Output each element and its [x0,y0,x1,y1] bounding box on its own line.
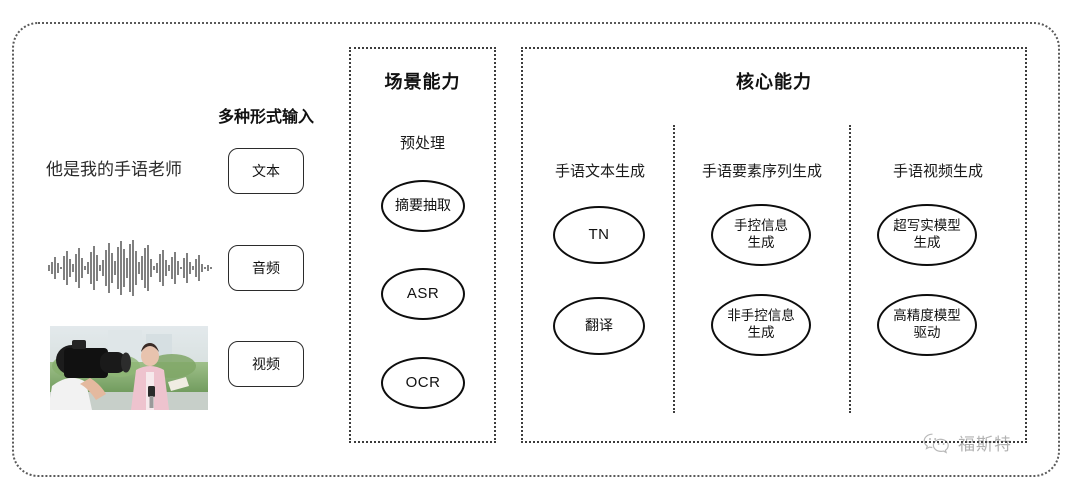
core-column-heading-text-generation: 手语文本生成 [554,163,645,180]
core-column-divider-1 [673,125,675,413]
node-tn[interactable]: TN [553,206,645,264]
node-translation[interactable]: 翻译 [553,297,645,355]
node-asr[interactable]: ASR [381,268,465,320]
scene-capability-title: 场景能力 [384,72,461,92]
core-column-divider-2 [849,125,851,413]
input-modality-text[interactable]: 文本 [228,148,304,194]
sample-input-text: 他是我的手语老师 [46,160,182,179]
scene-capability-panel [349,47,496,443]
node-summary-extraction[interactable]: 摘要抽取 [381,180,465,232]
core-column-heading-element-sequence: 手语要素序列生成 [701,163,822,180]
input-section-title: 多种形式输入 [218,109,315,126]
node-photoreal-model-generation[interactable]: 超写实模型生成 [877,204,977,266]
core-capability-title: 核心能力 [736,72,812,92]
wechat-icon [922,431,952,455]
watermark-text: 福斯特 [958,435,1012,454]
core-capability-panel [521,47,1027,443]
outer-frame [12,22,1060,477]
watermark: 福斯特 [922,430,1012,455]
node-non-manual-info-generation[interactable]: 非手控信息生成 [711,294,811,356]
input-modality-video[interactable]: 视频 [228,341,304,387]
video-thumbnail-icon [50,326,208,410]
core-column-heading-video-generation: 手语视频生成 [892,163,983,180]
audio-waveform-icon [44,238,220,298]
node-manual-info-generation[interactable]: 手控信息生成 [711,204,811,266]
input-modality-audio[interactable]: 音频 [228,245,304,291]
node-ocr[interactable]: OCR [381,357,465,409]
preprocessing-group-label: 预处理 [399,135,445,152]
node-high-precision-model-driving[interactable]: 高精度模型驱动 [877,294,977,356]
